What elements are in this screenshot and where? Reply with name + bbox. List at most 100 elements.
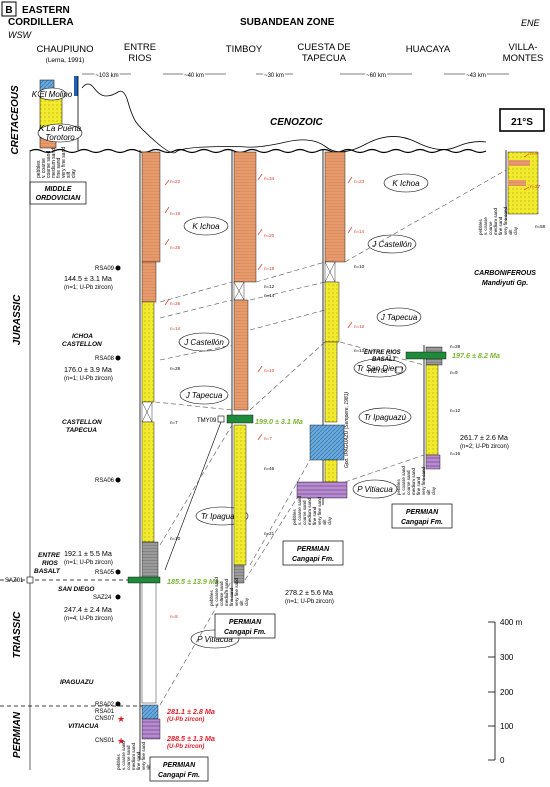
- age-cangapi-t-src: (n=1; U-Pb zircon): [285, 599, 334, 605]
- distance-1: ~103 km: [95, 73, 118, 79]
- svg-text:RIOS: RIOS: [42, 560, 59, 567]
- svg-text:pebbles: pebbles: [116, 753, 121, 770]
- svg-text:n=9: n=9: [530, 151, 538, 156]
- chaupiuno-grain-scale: pebbles v. coarse coarse sand medium san…: [36, 147, 77, 178]
- svg-text:clay: clay: [431, 486, 436, 495]
- sample-hcy06: HCY06: [368, 369, 388, 375]
- location-villamontes-2: MONTES: [503, 53, 544, 64]
- distance-4: ~60 km: [366, 73, 386, 79]
- svg-text:K Ichoa: K Ichoa: [192, 222, 220, 231]
- svg-text:Cangapi Fm.: Cangapi Fm.: [292, 556, 334, 563]
- svg-text:v. coarse sand: v. coarse sand: [214, 577, 219, 606]
- svg-text:SAN DIEGO: SAN DIEGO: [58, 586, 94, 593]
- svg-text:medium sand: medium sand: [224, 578, 229, 606]
- svg-text:v. coarse: v. coarse: [483, 217, 488, 235]
- svg-text:J Castellón: J Castellón: [183, 338, 224, 347]
- period-permian: PERMIAN: [12, 711, 23, 758]
- carboniferous-label: CARBONIFEROUS: [474, 270, 536, 277]
- svg-text:n=26: n=26: [170, 301, 181, 306]
- svg-text:PERMIAN: PERMIAN: [297, 546, 330, 553]
- svg-text:n=7: n=7: [264, 436, 272, 441]
- svg-text:v. coarse sand: v. coarse sand: [401, 466, 406, 495]
- entre-rios-unit-labels: ICHOA CASTELLON CASTELLON TAPECUA ENTRE …: [34, 333, 102, 730]
- wsw-label: WSW: [8, 30, 32, 40]
- svg-text:P Vitiacua: P Vitiacua: [197, 635, 233, 644]
- latitude-label: 21°S: [511, 117, 533, 128]
- svg-text:n=22: n=22: [170, 179, 181, 184]
- subandean-zone-label: SUBANDEAN ZONE: [240, 17, 335, 28]
- permian-box-1-b: Cangapi Fm.: [158, 772, 200, 779]
- correlation-lines: [154, 169, 507, 706]
- svg-text:clay: clay: [513, 226, 518, 235]
- location-villamontes-1: VILLA-: [508, 42, 537, 53]
- svg-text:very fine sand: very fine sand: [234, 577, 239, 606]
- svg-text:PERMIAN: PERMIAN: [229, 619, 262, 626]
- svg-text:fine sand: fine sand: [229, 587, 234, 606]
- svg-text:n=46: n=46: [264, 466, 275, 471]
- svg-text:Tr Ipaguazú: Tr Ipaguazú: [201, 512, 244, 521]
- sample-rsa05: RSA05: [95, 570, 115, 576]
- eastern-cordillera-label-2: CORDILLERA: [8, 17, 74, 28]
- svg-text:silt: silt: [66, 171, 72, 178]
- period-triassic: TRIASSIC: [12, 611, 23, 658]
- age-rsa09: 144.5 ± 3.1 Ma: [64, 274, 112, 283]
- latitude-box: [499, 108, 545, 132]
- svg-text:n=16: n=16: [450, 451, 461, 456]
- svg-text:clay: clay: [244, 597, 249, 606]
- sample-saz01: SAZ01: [5, 578, 24, 584]
- permian-box-1-a: PERMIAN: [163, 762, 196, 769]
- middle-ordovician-2: ORDOVICIAN: [36, 195, 82, 202]
- location-entre-rios-1: ENTRE: [124, 42, 156, 53]
- entre-rios-column: [127, 150, 161, 760]
- svg-text:K Ichoa: K Ichoa: [392, 179, 420, 188]
- svg-text:fine sand: fine sand: [56, 157, 62, 178]
- distance-5: ~43 km: [466, 73, 486, 79]
- location-timboy: TIMBOY: [226, 44, 263, 55]
- svg-text:n=12: n=12: [354, 324, 365, 329]
- svg-text:n=28: n=28: [170, 366, 181, 371]
- ipaguazu-note: Gpo. IPAGUAZÚ (Sempere, 1981): [343, 392, 350, 469]
- svg-text:n=14: n=14: [170, 326, 181, 331]
- chaupiuno-unconformity: [81, 83, 487, 154]
- svg-text:silt: silt: [146, 764, 151, 770]
- svg-text:very fine sand: very fine sand: [503, 206, 508, 235]
- svg-text:pebbles: pebbles: [292, 508, 297, 525]
- svg-text:silt: silt: [239, 600, 244, 606]
- eastern-cordillera-label-1: EASTERN: [22, 5, 70, 16]
- age-sa24: 247.4 ± 2.4 Ma: [64, 605, 112, 614]
- svg-text:n=34: n=34: [264, 176, 275, 181]
- svg-text:medium sand: medium sand: [307, 497, 312, 525]
- svg-text:J Tapecua: J Tapecua: [380, 313, 418, 322]
- svg-text:medium sand: medium sand: [493, 207, 498, 235]
- svg-text:n=12: n=12: [450, 408, 461, 413]
- timboy-column: [226, 150, 257, 600]
- age-basalt-green3: 197.6 ± 8.2 Ma: [452, 351, 500, 360]
- svg-text:★: ★: [117, 736, 125, 746]
- svg-text:n=20: n=20: [264, 233, 275, 238]
- svg-text:n=58: n=58: [535, 224, 546, 229]
- svg-text:medium sand: medium sand: [51, 148, 57, 178]
- distance-2: ~40 km: [184, 73, 204, 79]
- basalt-tie-line: [164, 421, 222, 571]
- age-rsa09-src: (n=1; U-Pb zircon): [64, 285, 113, 291]
- svg-text:medium sand: medium sand: [411, 467, 416, 495]
- middle-ordovician-1: MIDDLE: [45, 186, 72, 193]
- svg-text:CASTELLON: CASTELLON: [62, 419, 102, 426]
- svg-text:P Vitiacua: P Vitiacua: [357, 485, 393, 494]
- age-rsa08-src: (n=1; U-Pb zircon): [64, 376, 113, 382]
- distance-labels: ~103 km ~40 km ~30 km ~60 km ~43 km: [94, 72, 488, 81]
- svg-text:n=10: n=10: [264, 368, 275, 373]
- svg-text:PERMIAN: PERMIAN: [406, 509, 439, 516]
- svg-text:n=21: n=21: [264, 531, 275, 536]
- svg-text:pebbles: pebbles: [209, 589, 214, 606]
- svg-text:n=8: n=8: [170, 614, 178, 619]
- svg-text:TAPECUA: TAPECUA: [66, 427, 97, 434]
- svg-text:pebbles: pebbles: [36, 160, 42, 178]
- location-huacaya: HUACAYA: [406, 44, 451, 55]
- tapecua-grain-scale: pebbles v. coarse sand coarse sand mediu…: [292, 496, 332, 525]
- location-entre-rios-2: RIOS: [128, 53, 151, 64]
- tapecua-column: [296, 150, 348, 505]
- ene-label: ENE: [521, 18, 541, 28]
- svg-text:coarse sand: coarse sand: [126, 745, 131, 770]
- svg-text:silt: silt: [508, 229, 513, 235]
